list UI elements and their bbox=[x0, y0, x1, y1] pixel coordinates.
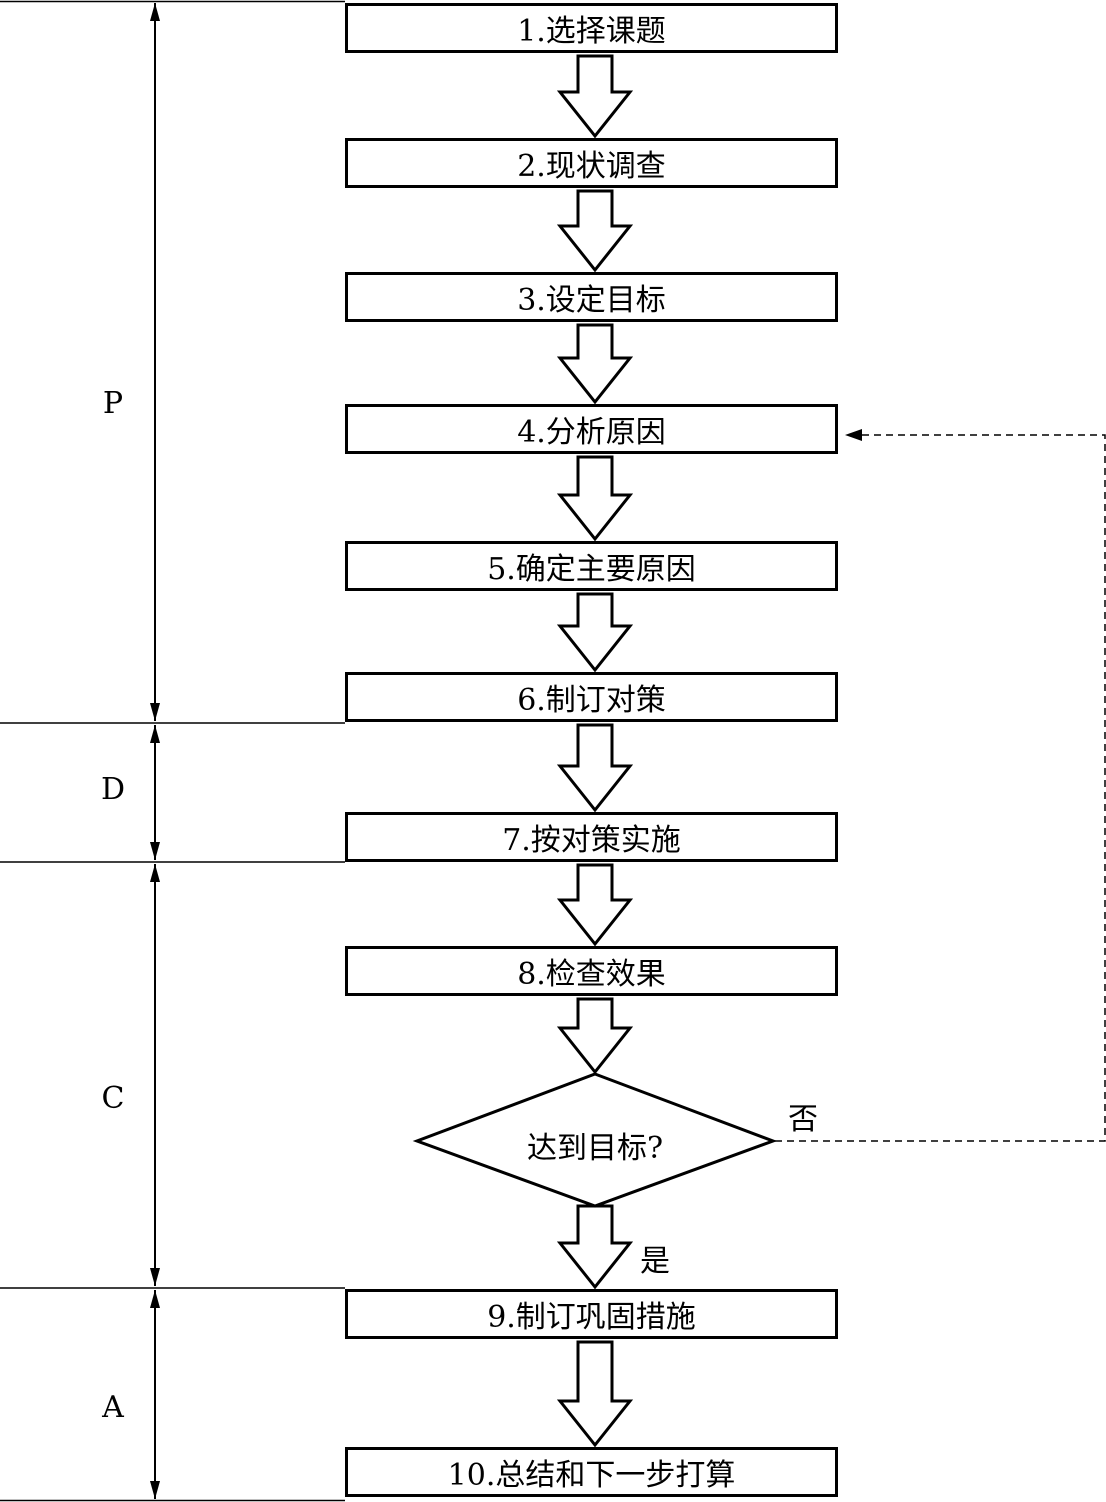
arrow-decision-9 bbox=[556, 1204, 634, 1290]
phase-label-d: D bbox=[100, 772, 126, 807]
step-select-topic: 1.选择课题 bbox=[345, 3, 838, 53]
step-status-survey: 2.现状调查 bbox=[345, 138, 838, 188]
phase-span-a bbox=[150, 1290, 160, 1499]
step-implement-measures: 7.按对策实施 bbox=[345, 812, 838, 862]
step-consolidation: 9.制订巩固措施 bbox=[345, 1289, 838, 1339]
step-set-target: 3.设定目标 bbox=[345, 272, 838, 322]
step-analyze-causes: 4.分析原因 bbox=[345, 404, 838, 454]
arrow-9-10 bbox=[556, 1340, 634, 1448]
phase-span-c bbox=[150, 864, 160, 1286]
step-main-causes: 5.确定主要原因 bbox=[345, 541, 838, 591]
arrow-4-5 bbox=[556, 455, 634, 542]
phase-label-c: C bbox=[101, 1081, 125, 1116]
step-summary-next: 10.总结和下一步打算 bbox=[345, 1447, 838, 1497]
decision-label: 达到目标? bbox=[526, 1131, 664, 1166]
branch-no-label: 否 bbox=[788, 1102, 818, 1137]
phase-label-a: A bbox=[102, 1390, 124, 1425]
step-formulate-measures: 6.制订对策 bbox=[345, 672, 838, 722]
branch-yes-label: 是 bbox=[640, 1244, 670, 1279]
arrow-7-8 bbox=[556, 863, 634, 947]
phase-span-p bbox=[150, 3, 160, 721]
no-feedback-loop bbox=[775, 429, 1106, 1142]
decision-diamond bbox=[412, 1072, 778, 1208]
arrow-5-6 bbox=[556, 592, 634, 673]
phase-span-d bbox=[150, 725, 160, 860]
flow-arrows bbox=[556, 54, 634, 1448]
arrow-2-3 bbox=[556, 189, 634, 273]
step-check-effect: 8.检查效果 bbox=[345, 946, 838, 996]
arrow-3-4 bbox=[556, 323, 634, 405]
arrow-6-7 bbox=[556, 723, 634, 813]
arrow-1-2 bbox=[556, 54, 634, 139]
arrow-8-decision bbox=[556, 997, 634, 1075]
phase-label-p: P bbox=[102, 386, 124, 421]
